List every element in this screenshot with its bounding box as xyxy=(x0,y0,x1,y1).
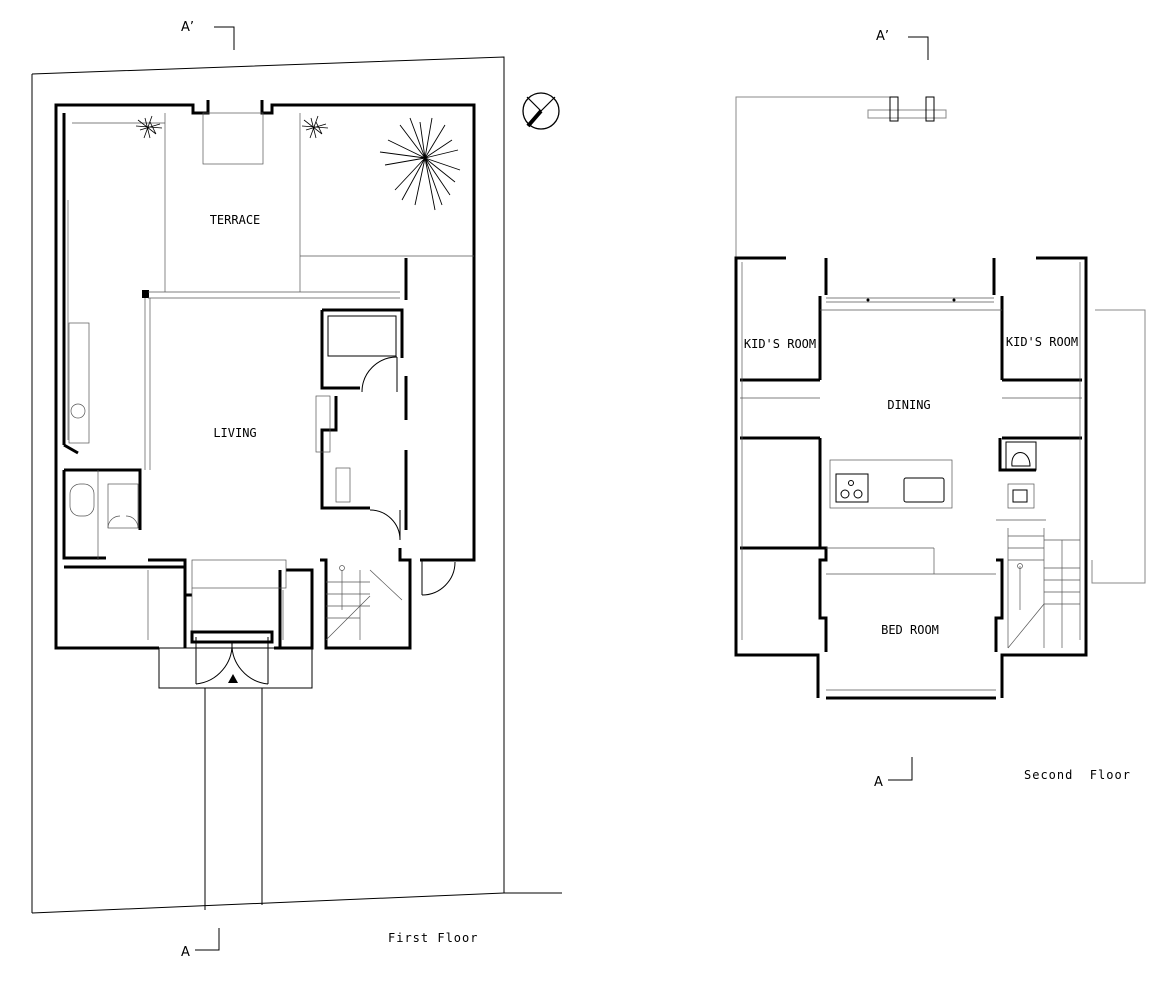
floor-caption-first: First Floor xyxy=(388,931,478,945)
room-label-bed-room: BED ROOM xyxy=(881,623,939,637)
first-floor-plan: A’ A TERRACE LIVING First Floor xyxy=(31,20,562,960)
second-floor-stairs xyxy=(1007,528,1080,649)
second-floor-walls xyxy=(734,256,1088,700)
plant-icon xyxy=(135,115,329,139)
room-label-terrace: TERRACE xyxy=(210,213,261,227)
room-label-dining: DINING xyxy=(887,398,930,412)
room-label-kids-room-right: KID'S ROOM xyxy=(1006,335,1078,349)
section-marker-top-2f: A’ xyxy=(876,29,889,44)
entrance-triangle-icon xyxy=(228,674,238,683)
first-floor-details xyxy=(67,112,474,910)
second-floor-details xyxy=(740,262,1082,691)
room-label-living: LIVING xyxy=(213,426,256,440)
section-marker-bottom-2f: A xyxy=(874,775,883,790)
first-floor-stairs xyxy=(325,565,403,641)
floor-caption-second: Second Floor xyxy=(1024,768,1131,782)
room-label-kids-room-left: KID'S ROOM xyxy=(744,337,816,351)
section-marker-top: A’ xyxy=(181,20,194,35)
north-arrow-icon xyxy=(522,92,560,130)
site-boundary xyxy=(31,56,562,894)
section-marker-bottom: A xyxy=(181,945,190,960)
roof-outline xyxy=(735,96,1146,584)
second-floor-plan: A’ A KID'S ROOM KID'S ROOM DINING BED RO… xyxy=(734,29,1146,790)
tree-icon xyxy=(379,117,461,211)
